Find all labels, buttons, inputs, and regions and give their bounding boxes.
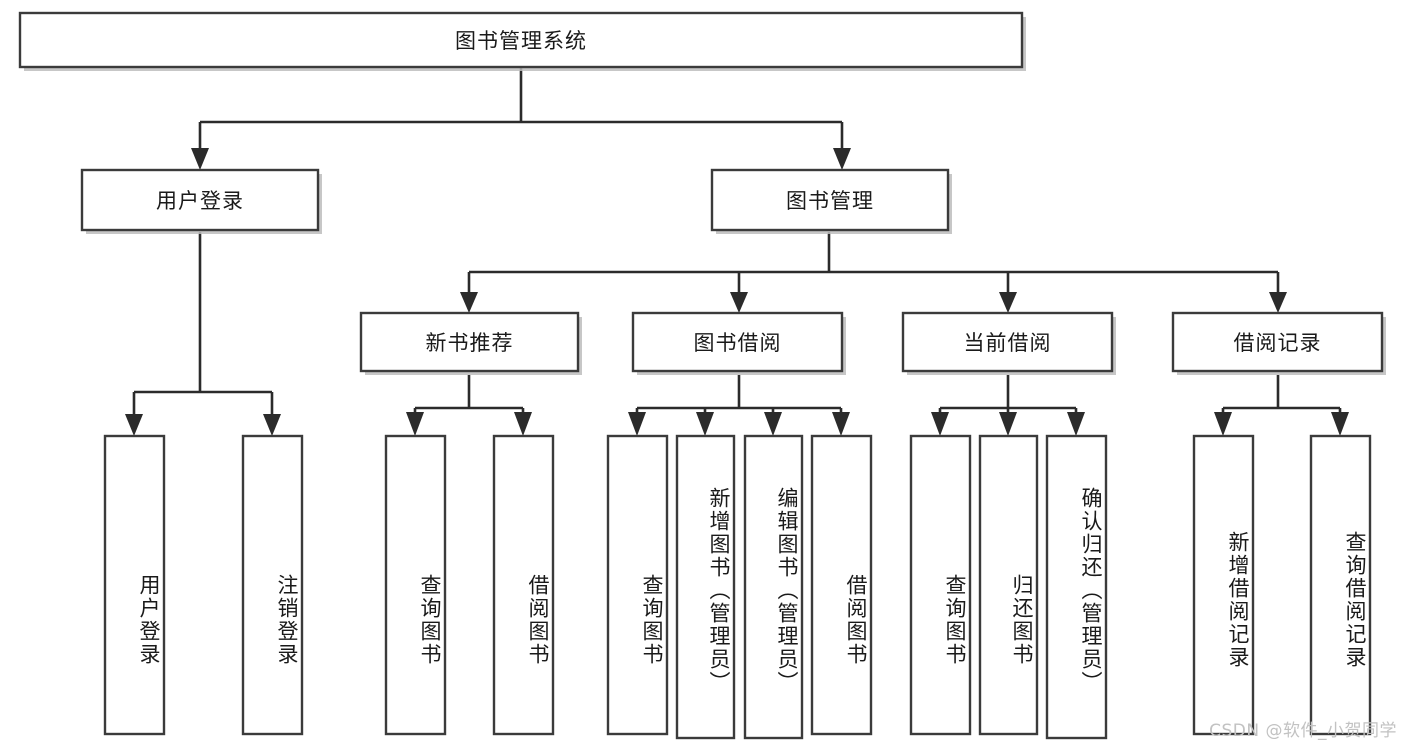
arrowhead-l3-2 (730, 292, 748, 313)
arrowhead-leaf-6 (696, 412, 714, 436)
arrowhead-leaf-12 (1214, 412, 1232, 436)
node-rect-leaf-8[interactable] (810, 434, 873, 736)
arrowhead-l3-1 (460, 292, 478, 313)
watermark-text: CSDN @软件_小贺同学 (1209, 721, 1397, 741)
arrowhead-leaf-11 (1067, 412, 1085, 436)
node-rect-l2-1[interactable] (80, 168, 320, 232)
arrowhead-leaf-4 (514, 412, 532, 436)
arrowhead-leaf-10 (999, 412, 1017, 436)
node-rect-leaf-2[interactable] (241, 434, 304, 736)
node-rect-leaf-1[interactable] (103, 434, 166, 736)
node-rect-l3-2[interactable] (631, 311, 844, 373)
arrowhead-leaf-7 (764, 412, 782, 436)
arrowhead-l3-3 (999, 292, 1017, 313)
arrowhead-l2-1 (191, 148, 209, 170)
node-rect-leaf-6[interactable] (675, 434, 736, 740)
arrowhead-leaf-3 (406, 412, 424, 436)
arrowhead-leaf-5 (628, 412, 646, 436)
node-rect-leaf-11[interactable] (1045, 434, 1108, 740)
node-rect-leaf-13[interactable] (1309, 434, 1372, 736)
node-rect-l3-4[interactable] (1171, 311, 1384, 373)
arrowhead-leaf-9 (931, 412, 949, 436)
connector-layer (125, 67, 1349, 436)
node-rect-leaf-3[interactable] (384, 434, 447, 736)
node-rect-leaf-7[interactable] (743, 434, 804, 740)
node-rect-leaf-9[interactable] (909, 434, 972, 736)
arrowhead-leaf-2 (263, 414, 281, 436)
arrowhead-l2-2 (833, 148, 851, 170)
arrowhead-leaf-1 (125, 414, 143, 436)
node-rect-root[interactable] (18, 11, 1024, 69)
arrowhead-l3-4 (1269, 292, 1287, 313)
node-box-layer (18, 11, 1386, 740)
node-rect-leaf-10[interactable] (978, 434, 1039, 736)
node-rect-l3-3[interactable] (901, 311, 1114, 373)
arrowhead-leaf-8 (832, 412, 850, 436)
node-rect-leaf-5[interactable] (606, 434, 669, 736)
arrowhead-leaf-13 (1331, 412, 1349, 436)
node-rect-leaf-4[interactable] (492, 434, 555, 736)
node-rect-l2-2[interactable] (710, 168, 950, 232)
node-rect-l3-1[interactable] (359, 311, 580, 373)
node-rect-leaf-12[interactable] (1192, 434, 1255, 736)
